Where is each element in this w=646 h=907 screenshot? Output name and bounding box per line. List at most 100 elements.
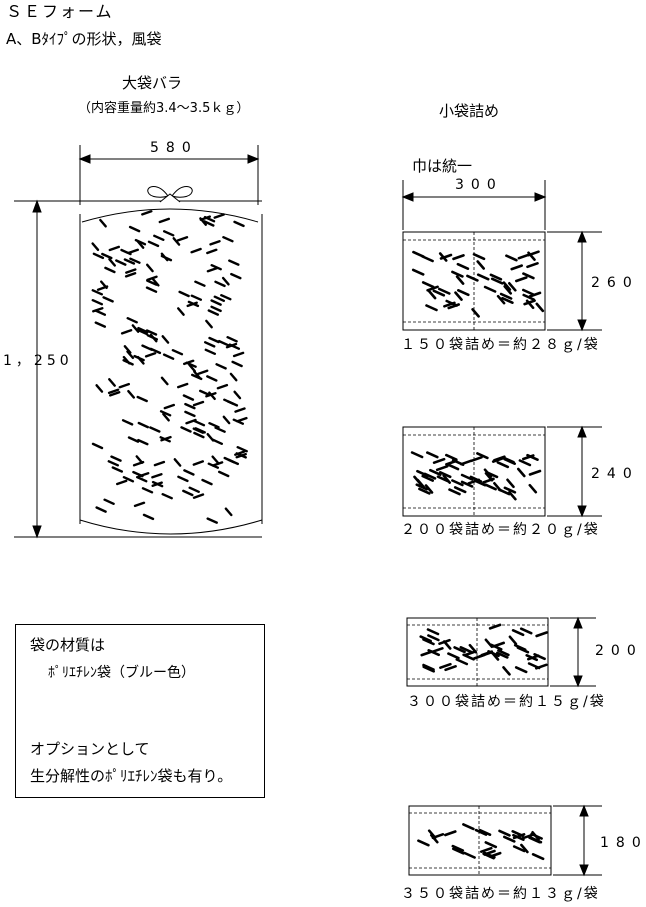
content-dash xyxy=(95,506,107,513)
material-note-line-2: ﾎﾟﾘｴﾁﾚﾝ袋（ブルー色） xyxy=(48,665,195,681)
content-dash xyxy=(135,455,144,464)
content-dash xyxy=(214,280,226,288)
content-dash xyxy=(126,350,135,360)
content-dash xyxy=(176,382,189,389)
content-dash xyxy=(118,382,131,389)
content-dash xyxy=(444,453,458,461)
content-dash xyxy=(428,468,442,477)
content-dash xyxy=(488,623,502,630)
content-dash xyxy=(145,286,158,293)
content-dash xyxy=(178,290,190,298)
content-dash xyxy=(137,438,149,446)
content-dash xyxy=(436,475,450,483)
content-dash xyxy=(158,217,171,224)
content-dash xyxy=(514,276,528,283)
content-dash xyxy=(203,341,216,348)
content-dash xyxy=(107,460,120,467)
content-dash xyxy=(456,262,470,271)
content-dash xyxy=(412,250,425,258)
content-dash xyxy=(108,258,117,267)
content-dash xyxy=(184,402,196,410)
content-dash xyxy=(496,461,510,469)
small-bag-1-caption: １５０袋詰め＝約２８ｇ/袋 xyxy=(401,337,600,353)
content-dash xyxy=(216,383,229,390)
content-dash xyxy=(194,280,206,287)
small-bag-4-height-label: 180 xyxy=(600,835,646,851)
content-dash xyxy=(527,662,541,670)
content-dash xyxy=(421,474,435,482)
content-dash xyxy=(141,210,153,216)
content-dash xyxy=(214,426,226,433)
content-dash xyxy=(419,635,433,643)
content-dash xyxy=(411,268,425,276)
content-dash xyxy=(228,259,240,266)
content-dash xyxy=(431,646,444,654)
content-dash xyxy=(451,847,465,855)
content-dash xyxy=(132,470,144,478)
content-dash xyxy=(483,468,493,479)
content-dash xyxy=(144,352,157,358)
content-dash xyxy=(206,248,218,255)
content-dash xyxy=(173,458,182,467)
content-dash xyxy=(182,489,194,497)
content-dash xyxy=(432,457,446,465)
content-dash xyxy=(108,391,121,397)
content-dash xyxy=(133,501,146,508)
content-dash xyxy=(136,328,148,336)
content-dash xyxy=(471,308,480,318)
content-dash xyxy=(432,289,446,297)
content-dash xyxy=(447,652,460,660)
content-dash xyxy=(427,289,437,300)
content-dash xyxy=(196,369,209,376)
content-dash xyxy=(470,455,483,463)
content-dash xyxy=(439,253,453,260)
content-dash xyxy=(213,213,225,219)
content-dash xyxy=(493,481,502,492)
content-dash xyxy=(190,294,203,301)
content-dash xyxy=(533,652,546,661)
content-dash xyxy=(508,635,518,646)
content-dash xyxy=(444,664,457,672)
content-dash xyxy=(213,295,226,302)
content-dash xyxy=(455,658,469,666)
content-dash xyxy=(526,453,539,462)
content-dash xyxy=(182,359,195,366)
content-dash xyxy=(126,317,138,324)
content-dash xyxy=(127,436,140,443)
content-dash xyxy=(439,662,452,670)
content-dash xyxy=(511,829,525,838)
small-bag-width-note: 巾は統一 xyxy=(412,157,473,175)
content-dash xyxy=(198,389,211,397)
content-dash xyxy=(478,828,492,837)
content-dash xyxy=(176,307,185,316)
content-dash xyxy=(455,275,465,285)
content-dash xyxy=(160,254,173,262)
content-dash xyxy=(511,628,525,637)
content-dash xyxy=(456,288,470,297)
content-dash xyxy=(128,225,141,233)
content-dash xyxy=(529,836,543,844)
content-dash xyxy=(512,845,526,853)
content-dash xyxy=(203,220,215,227)
large-bag-height-label: 1，250 xyxy=(3,353,73,369)
content-dash xyxy=(422,638,435,646)
content-dash xyxy=(151,473,163,479)
content-dash xyxy=(451,844,465,852)
content-dash xyxy=(506,478,515,489)
content-dash xyxy=(207,462,220,469)
content-dash xyxy=(192,493,205,499)
content-dash xyxy=(115,259,127,266)
content-dash xyxy=(220,294,232,301)
content-dash xyxy=(161,335,170,344)
content-dash xyxy=(162,353,175,360)
content-dash xyxy=(463,650,477,657)
content-dash xyxy=(182,394,195,401)
page-title: ＳＥフォーム xyxy=(6,2,114,21)
content-dash xyxy=(420,650,434,657)
content-dash xyxy=(417,839,430,847)
large-bag-width-dimension xyxy=(78,145,260,205)
content-dash xyxy=(495,651,509,659)
content-dash xyxy=(520,843,529,854)
content-dash xyxy=(183,469,195,476)
content-dash xyxy=(111,466,124,473)
